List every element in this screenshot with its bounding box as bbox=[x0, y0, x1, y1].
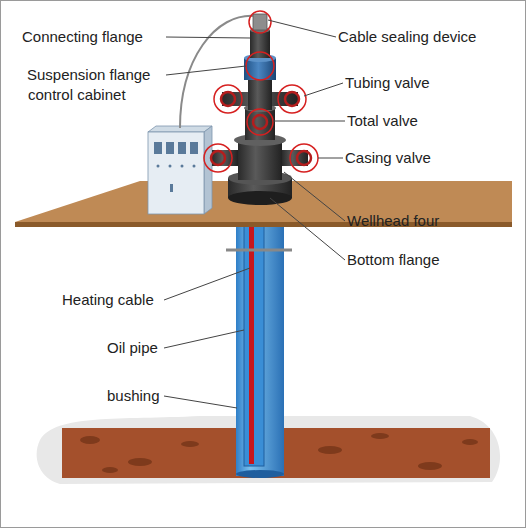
part-label: Heating cable bbox=[62, 291, 154, 309]
part-label: control cabinet bbox=[28, 86, 126, 104]
control-cabinet bbox=[148, 132, 204, 214]
oil-pipe bbox=[244, 214, 264, 466]
part-label: Cable sealing device bbox=[338, 28, 476, 46]
bushing-pipe bbox=[236, 214, 284, 476]
pipe-end bbox=[236, 470, 284, 478]
part-label: bushing bbox=[107, 387, 160, 405]
part-label: Oil pipe bbox=[107, 339, 158, 357]
part-label: Bottom flange bbox=[347, 251, 440, 269]
part-label: Suspension flange bbox=[27, 66, 150, 84]
part-label: Tubing valve bbox=[345, 74, 430, 92]
clamp bbox=[226, 249, 292, 252]
part-label: Casing valve bbox=[345, 149, 431, 167]
cabinet-switches bbox=[154, 142, 198, 192]
part-label: Wellhead four bbox=[347, 212, 439, 230]
wellhead bbox=[212, 14, 308, 205]
leader-lines bbox=[164, 20, 345, 408]
part-label: Connecting flange bbox=[22, 28, 143, 46]
valve-wheels bbox=[211, 92, 311, 165]
callout-circles bbox=[204, 11, 318, 172]
part-label: Total valve bbox=[347, 112, 418, 130]
